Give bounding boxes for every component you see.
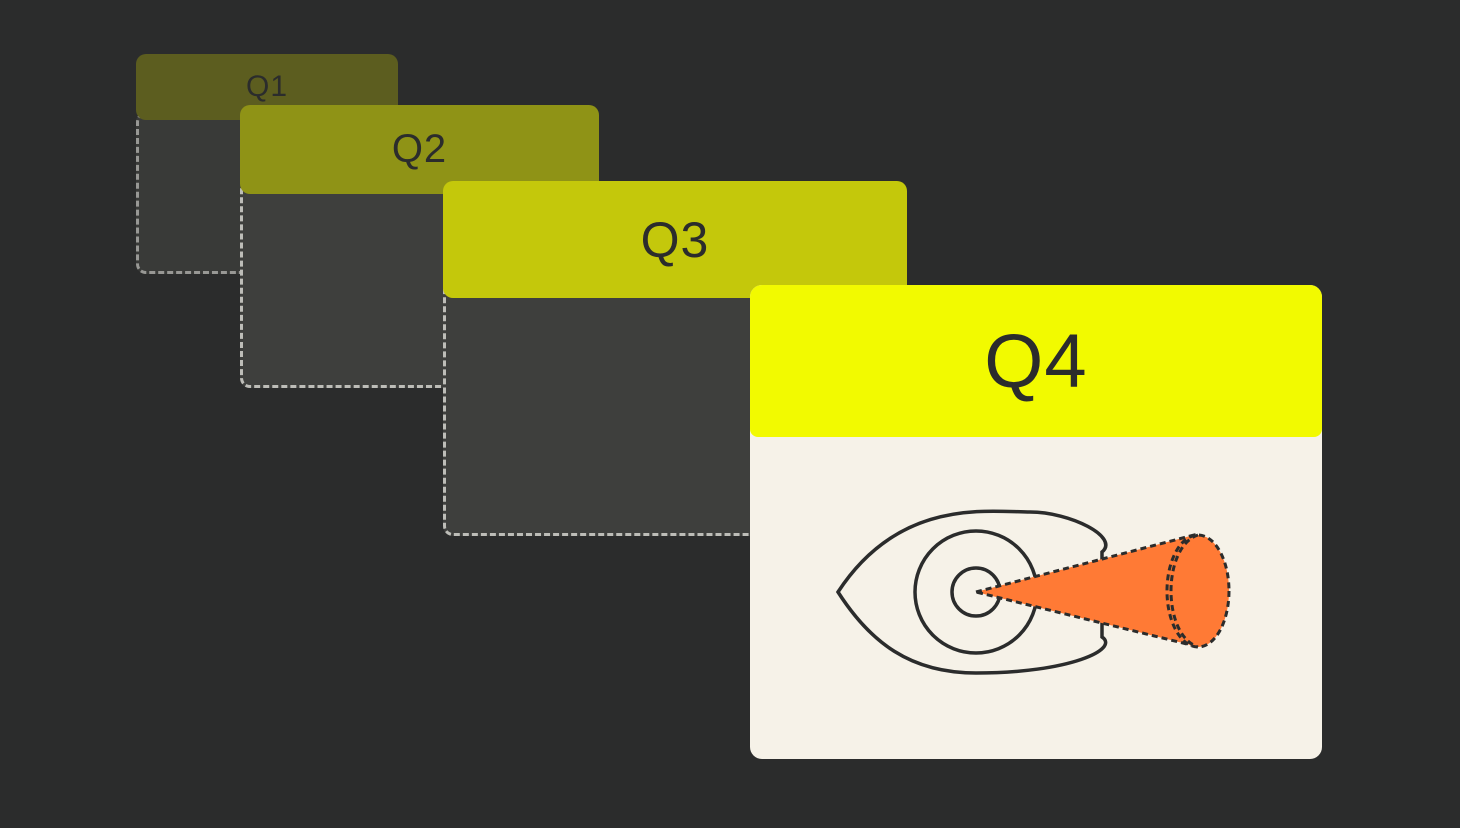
card-body-q2 <box>240 180 460 388</box>
card-label-q2: Q2 <box>391 127 448 171</box>
card-body-q3 <box>443 280 763 536</box>
card-label-q3: Q3 <box>640 211 710 268</box>
sight-cone-base-back <box>1169 533 1199 649</box>
card-header-q4: Q4 <box>750 285 1322 437</box>
sight-cone <box>975 533 1201 649</box>
sight-cone-base <box>1165 533 1231 649</box>
card-header-q3: Q3 <box>443 181 907 298</box>
card-header-q2: Q2 <box>240 105 599 194</box>
card-label-q1: Q1 <box>245 70 289 103</box>
card-label-q4: Q4 <box>984 318 1088 404</box>
eye-with-sight-cone-icon <box>835 509 1231 675</box>
eye-outline <box>835 509 1108 675</box>
